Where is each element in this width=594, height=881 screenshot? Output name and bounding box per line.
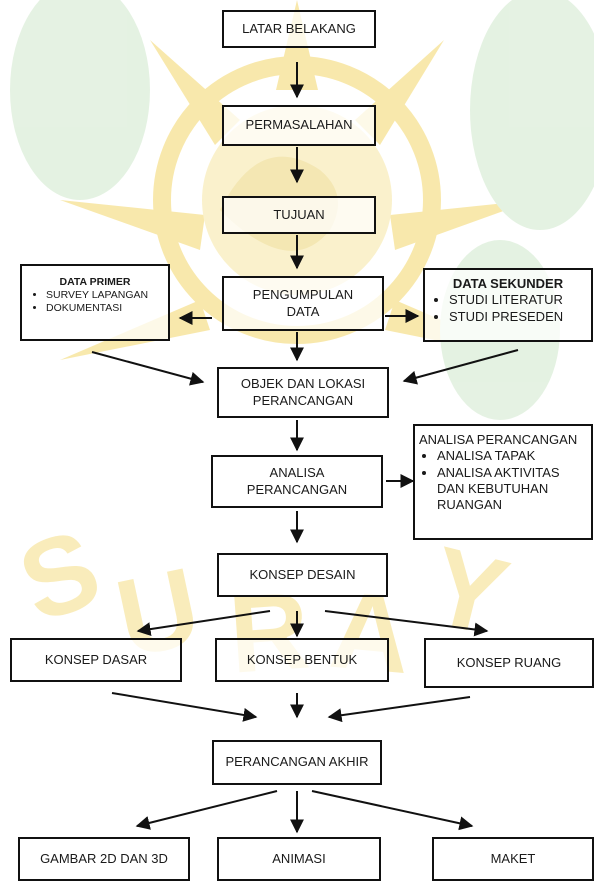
arrow-akhir-maket: [311, 790, 474, 831]
node-konsep-bentuk: KONSEP BENTUK: [215, 638, 389, 682]
node-label: GAMBAR 2D DAN 3D: [40, 850, 168, 866]
node-label: PERANCANGAN: [246, 481, 348, 497]
green-leaf-icon: [10, 0, 150, 200]
node-konsep-desain: KONSEP DESAIN: [217, 553, 388, 597]
list-item: SURVEY LAPANGAN: [46, 289, 162, 302]
node-gambar-2d-3d: GAMBAR 2D DAN 3D: [18, 837, 190, 881]
data-sekunder-title: DATA SEKUNDER: [452, 276, 564, 291]
node-data-sekunder: DATA SEKUNDER STUDI LITERATUR STUDI PRES…: [423, 268, 593, 342]
node-latar-belakang: LATAR BELAKANG: [222, 10, 376, 48]
node-label: PENGUMPULAN: [252, 287, 354, 303]
node-label: DATA: [286, 303, 320, 319]
list-item: DOKUMENTASI: [46, 302, 162, 315]
node-label: PERMASALAHAN: [245, 117, 353, 133]
node-maket: MAKET: [432, 837, 594, 881]
list-item: STUDI LITERATUR: [449, 292, 585, 308]
arrow-primer-objek: [91, 351, 205, 386]
arrow-konsep-dasar: [136, 610, 271, 637]
node-label: ANIMASI: [272, 850, 326, 866]
node-label: KONSEP DASAR: [44, 651, 148, 667]
node-konsep-dasar: KONSEP DASAR: [10, 638, 182, 682]
data-primer-title: DATA PRIMER: [59, 276, 131, 288]
node-pengumpulan-data: PENGUMPULAN DATA: [222, 276, 384, 331]
arrow-dasar-akhir: [111, 692, 258, 722]
list-item: ANALISA TAPAK: [437, 448, 587, 464]
node-label: PERANCANGAN AKHIR: [225, 754, 369, 770]
node-tujuan: TUJUAN: [222, 196, 376, 234]
arrow-akhir-gambar: [135, 790, 278, 830]
arrow-ruang-akhir: [327, 696, 471, 723]
analisa-detail-title: ANALISA PERANCANGAN: [419, 432, 578, 447]
node-label: LATAR BELAKANG: [242, 20, 356, 36]
node-objek-lokasi: OBJEK DAN LOKASI PERANCANGAN: [217, 367, 389, 418]
node-label: TUJUAN: [273, 206, 325, 222]
node-perancangan-akhir: PERANCANGAN AKHIR: [212, 740, 382, 785]
node-label: ANALISA: [269, 465, 325, 481]
arrow-konsep-ruang: [324, 610, 489, 637]
list-item: ANALISA AKTIVITAS DAN KEBUTUHAN RUANGAN: [437, 465, 587, 514]
node-label: KONSEP RUANG: [456, 654, 562, 670]
node-data-primer: DATA PRIMER SURVEY LAPANGAN DOKUMENTASI: [20, 264, 170, 341]
green-leaf-icon: [470, 0, 594, 230]
node-label: MAKET: [490, 850, 536, 866]
node-permasalahan: PERMASALAHAN: [222, 105, 376, 146]
node-konsep-ruang: KONSEP RUANG: [424, 638, 594, 688]
node-animasi: ANIMASI: [217, 837, 381, 881]
node-analisa-detail: ANALISA PERANCANGAN ANALISA TAPAK ANALIS…: [413, 424, 593, 540]
node-analisa-perancangan: ANALISA PERANCANGAN: [211, 455, 383, 508]
node-label: KONSEP BENTUK: [246, 651, 358, 667]
node-label: OBJEK DAN LOKASI: [240, 376, 366, 392]
node-label: PERANCANGAN: [252, 392, 354, 408]
list-item: STUDI PRESEDEN: [449, 309, 585, 325]
arrow-sekunder-objek: [402, 349, 519, 385]
node-label: KONSEP DESAIN: [249, 566, 356, 582]
